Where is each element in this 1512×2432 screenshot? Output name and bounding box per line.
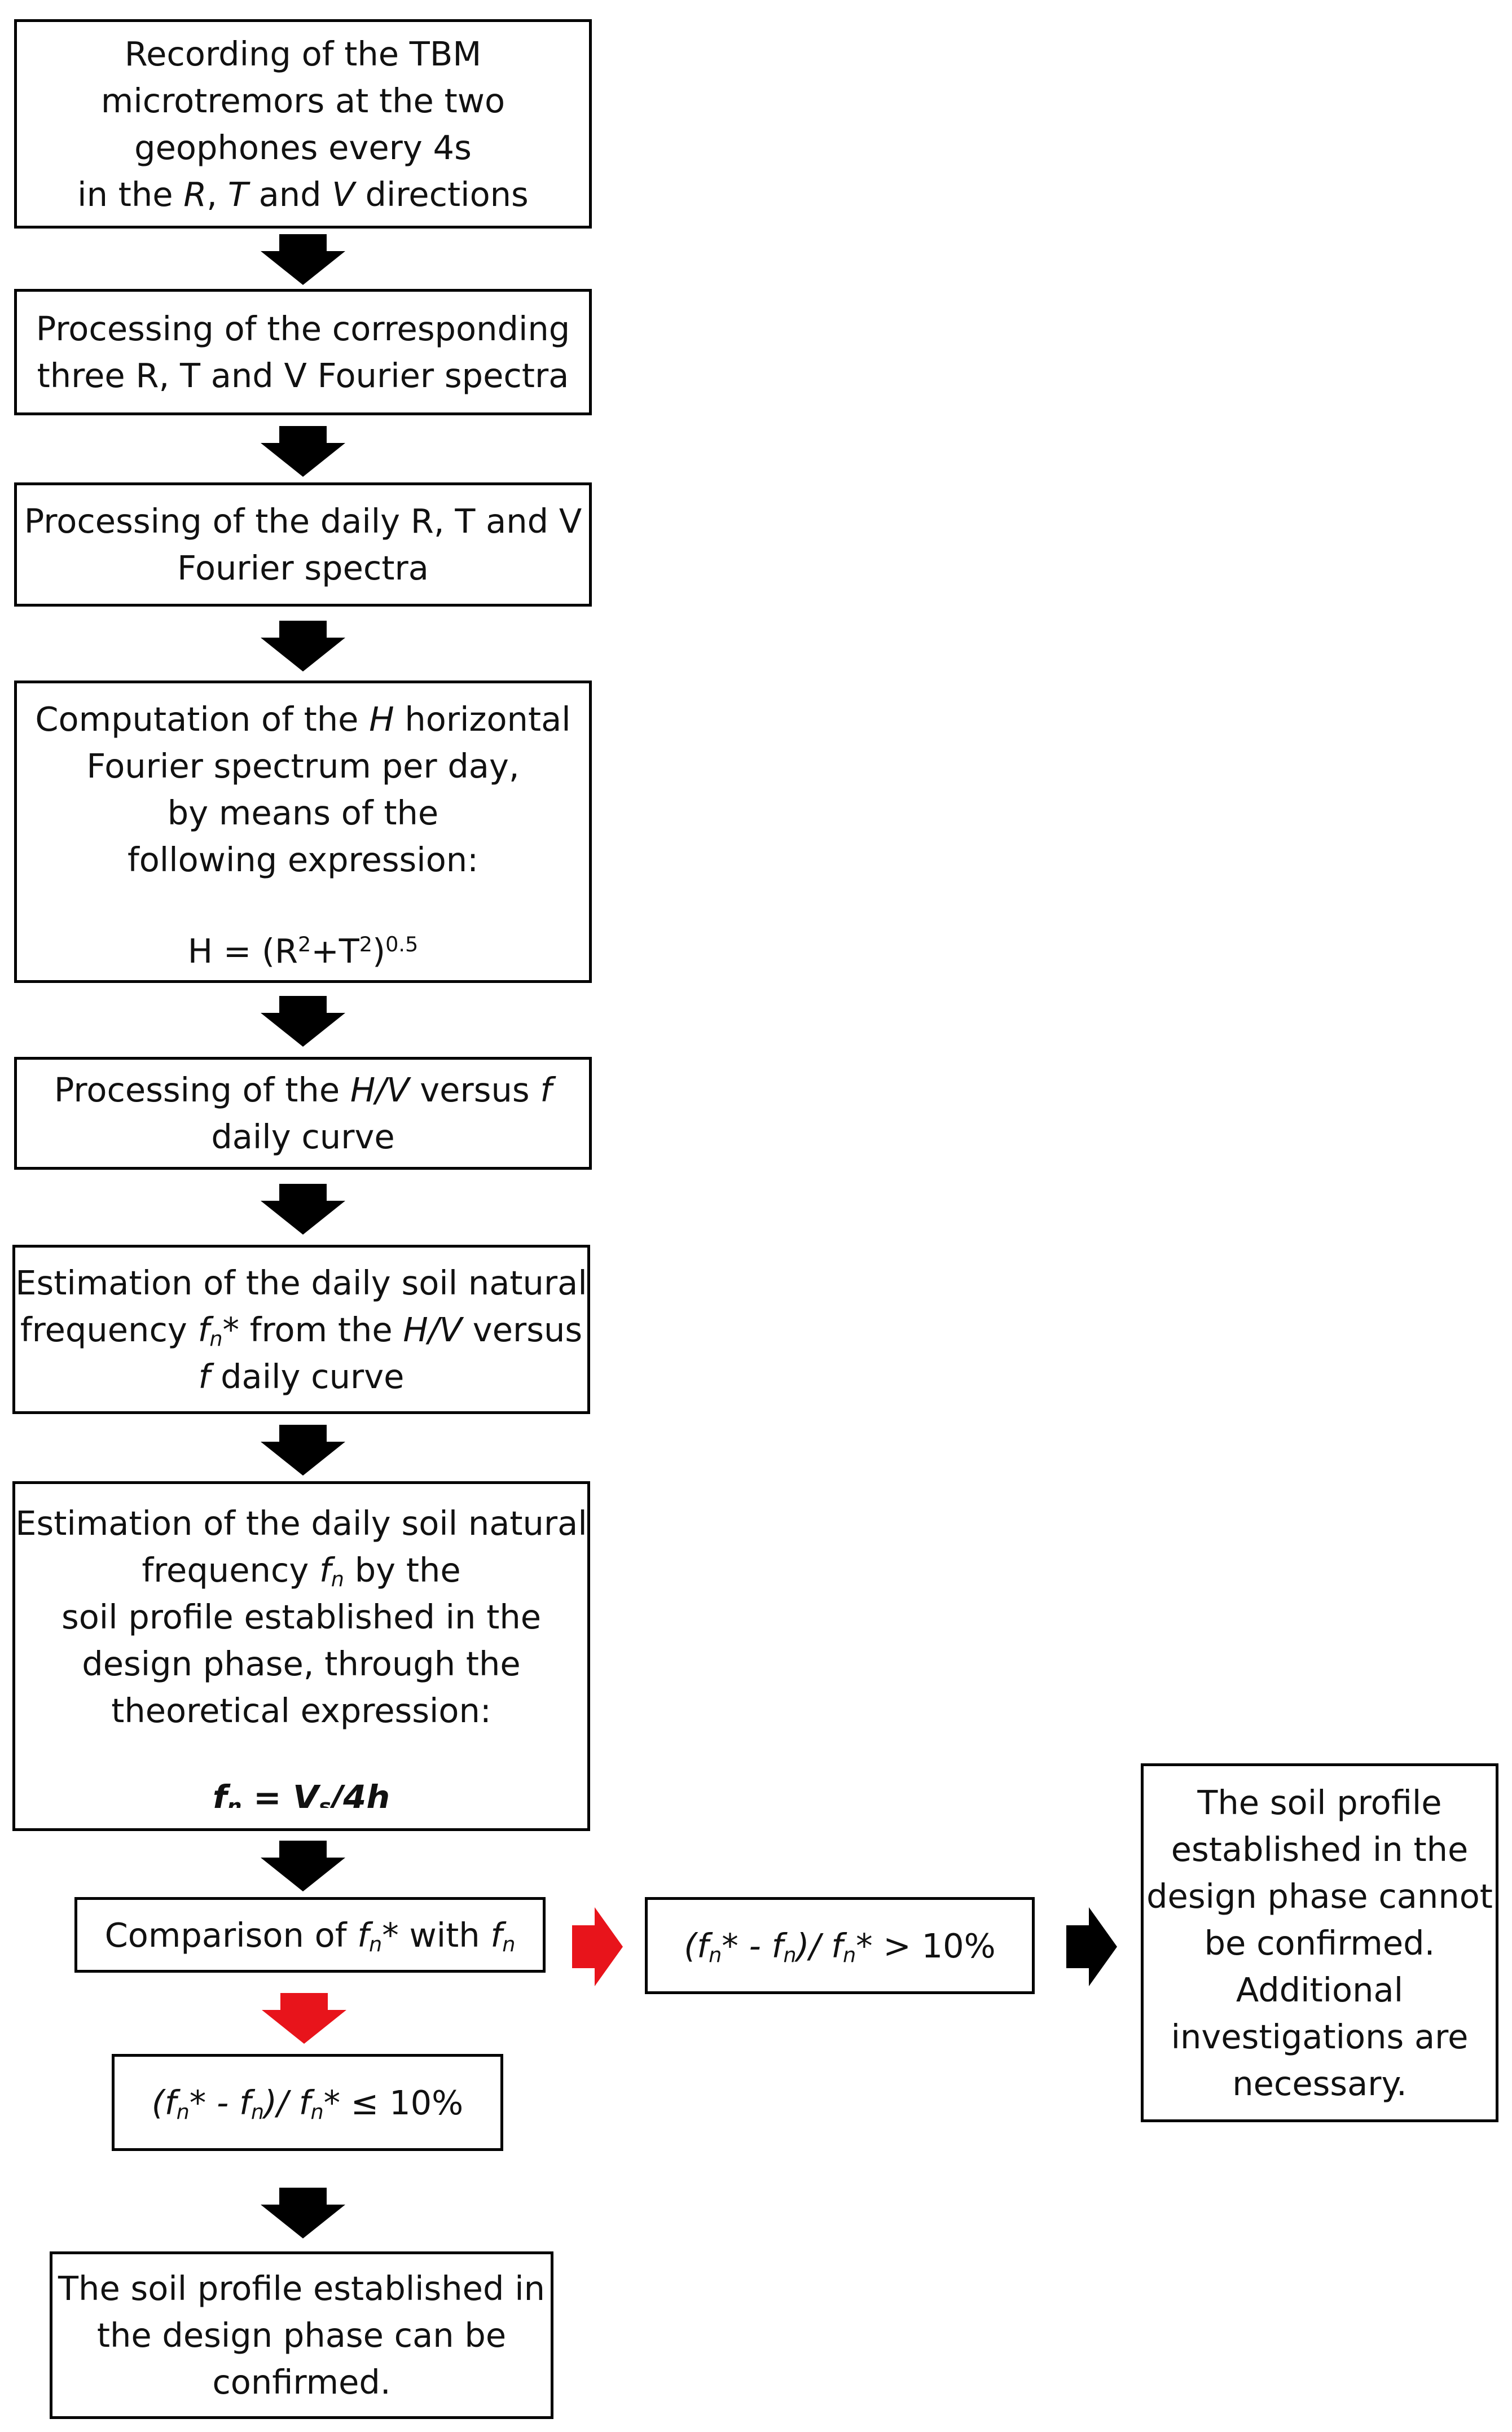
result-confirmed-line-1: The soil profile established in: [58, 2269, 545, 2308]
step-horizontal-line-3: by means of the: [167, 793, 439, 832]
condition-exceeds-text: (fn* - fn)/ fn* > 10%: [684, 1926, 996, 1967]
result-not-confirmed-line-2: established in the: [1171, 1829, 1469, 1869]
result-not-confirmed-box: The soil profile established in the desi…: [1141, 1763, 1498, 2122]
condition-within-10-percent-box: (fn* - fn)/ fn* ≤ 10%: [112, 2054, 503, 2151]
step-recording-line-3: geophones every 4s: [134, 128, 472, 167]
step-hv-curve-box: Processing of the H/V versus f daily cur…: [14, 1057, 592, 1170]
horizontal-formula: H = (R2+T2)0.5: [187, 932, 419, 971]
step-recording-line-4: in the R, T and V directions: [77, 174, 529, 214]
arrow-down-1: [261, 234, 345, 285]
arrow-shape: [261, 1425, 345, 1476]
step-estimate-star-line-1: Estimation of the daily soil natural: [15, 1263, 587, 1302]
result-confirmed-line-2: the design phase can be: [96, 2316, 507, 2355]
step-daily-line-1: Processing of the daily R, T and V: [24, 502, 582, 541]
arrow-right-exceeds-threshold: [572, 1907, 623, 1986]
step-estimate-star-line-2: frequency fn* from the H/V versus: [20, 1310, 583, 1351]
step-daily-line-2: Fourier spectra: [177, 548, 429, 587]
step-estimate-theory-line-3: soil profile established in the: [61, 1597, 542, 1636]
arrow-right-to-not-confirmed: [1066, 1907, 1117, 1986]
step-daily-spectra-box: Processing of the daily R, T and V Fouri…: [14, 482, 592, 607]
arrow-shape: [261, 2188, 345, 2238]
step-horizontal-line-2: Fourier spectrum per day,: [86, 747, 520, 785]
step-estimate-theory-line-4: design phase, through the: [82, 1644, 521, 1683]
step-estimate-theory-line-2: frequency fn by the: [142, 1551, 461, 1592]
result-not-confirmed-line-5: Additional: [1236, 1970, 1404, 2009]
arrow-shape: [261, 1841, 345, 1891]
condition-exceeds-10-percent-box: (fn* - fn)/ fn* > 10%: [645, 1897, 1035, 1994]
step-recording-line-1: Recording of the TBM: [124, 34, 482, 73]
arrow-down-within-threshold: [262, 1993, 346, 2044]
arrow-down-8: [261, 2188, 345, 2238]
theory-formula: fn = Vs/4h: [212, 1781, 390, 1808]
result-confirmed-box: The soil profile established in the desi…: [50, 2251, 553, 2419]
result-not-confirmed-line-1: The soil profile: [1197, 1783, 1442, 1822]
step-recording-line-2: microtremors at the two: [100, 81, 506, 120]
step-hv-line-1: Processing of the H/V versus f: [54, 1070, 552, 1109]
compare-text: Comparison of fn* with fn: [104, 1915, 516, 1956]
step-horizontal-spectrum-box: Computation of the H horizontal Fourier …: [14, 681, 592, 983]
arrow-down-5: [261, 1184, 345, 1235]
result-not-confirmed-line-3: design phase cannot: [1146, 1876, 1493, 1916]
arrow-down-3: [261, 621, 345, 671]
arrow-shape: [261, 1184, 345, 1235]
step-fourier-spectra-box: Processing of the corresponding three R,…: [14, 289, 592, 415]
step-horizontal-line-1: Computation of the H horizontal: [35, 700, 571, 739]
condition-within-text: (fn* - fn)/ fn* ≤ 10%: [151, 2083, 464, 2124]
step-estimate-star-line-3: f daily curve: [198, 1357, 405, 1396]
arrow-shape: [261, 621, 345, 671]
arrow-shape: [262, 1993, 346, 2044]
step-estimate-fn-star-box: Estimation of the daily soil natural fre…: [12, 1245, 590, 1414]
arrow-down-6: [261, 1425, 345, 1476]
result-confirmed-line-3: confirmed.: [212, 2363, 391, 2402]
step-horizontal-line-4: following expression:: [127, 840, 479, 879]
arrow-shape: [261, 426, 345, 477]
arrow-shape: [261, 234, 345, 285]
step-fourier-line-2: three R, T and V Fourier spectra: [37, 356, 569, 395]
step-hv-line-2: daily curve: [211, 1117, 395, 1156]
result-not-confirmed-line-7: necessary.: [1232, 2064, 1407, 2103]
step-estimate-theory-line-5: theoretical expression:: [111, 1691, 491, 1730]
step-compare-box: Comparison of fn* with fn: [74, 1897, 546, 1973]
step-estimate-fn-theory-box: Estimation of the daily soil natural fre…: [12, 1481, 590, 1831]
arrow-down-4: [261, 996, 345, 1047]
arrow-down-7: [261, 1841, 345, 1891]
arrow-down-2: [261, 426, 345, 477]
result-not-confirmed-line-6: investigations are: [1171, 2017, 1469, 2056]
arrow-shape: [1066, 1907, 1117, 1986]
arrow-shape: [572, 1907, 623, 1986]
step-recording-box: Recording of the TBM microtremors at the…: [14, 19, 592, 229]
step-estimate-theory-line-1: Estimation of the daily soil natural: [15, 1504, 587, 1543]
result-not-confirmed-line-4: be confirmed.: [1204, 1923, 1435, 1963]
arrow-shape: [261, 996, 345, 1047]
step-fourier-line-1: Processing of the corresponding: [36, 309, 570, 348]
